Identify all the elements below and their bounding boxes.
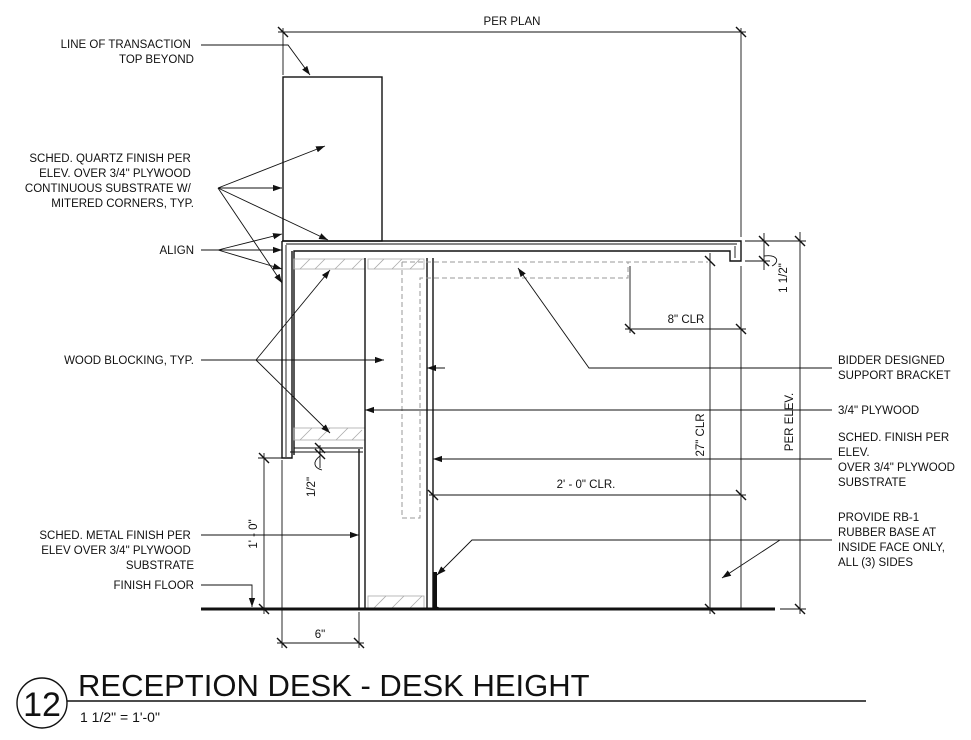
note-sched-metal: SCHED. METAL FINISH PER ELEV OVER 3/4" P… bbox=[39, 530, 194, 572]
wood-blocking-top-grain bbox=[299, 258, 363, 270]
leader-align-1 bbox=[217, 233, 283, 251]
note-finish-floor: FINISH FLOOR bbox=[113, 580, 194, 592]
drawing-title: RECEPTION DESK - DESK HEIGHT bbox=[78, 668, 590, 703]
one-half-left-tick-top bbox=[314, 442, 326, 454]
detail-number: 12 bbox=[23, 686, 61, 724]
wall-blocking-bottom-grain bbox=[373, 595, 423, 609]
two-ft-clr-tick-right bbox=[735, 489, 747, 501]
leader-wood-blocking-1 bbox=[255, 269, 331, 361]
support-bracket-dashed bbox=[401, 262, 629, 519]
leader-bidder-bracket bbox=[517, 267, 832, 369]
per-elev-label: PER ELEV. bbox=[784, 393, 796, 451]
leader-lines bbox=[201, 44, 832, 607]
leader-quartz-1 bbox=[217, 145, 326, 189]
per-elev-tick-top bbox=[794, 235, 806, 247]
rubber-base bbox=[433, 572, 437, 609]
wall-blocking-top-grain bbox=[373, 258, 421, 270]
one-half-right-tick-top bbox=[758, 235, 770, 247]
wall-blocking-top bbox=[367, 258, 425, 270]
drawing-scale: 1 1/2" = 1'-0" bbox=[80, 709, 160, 725]
twenty-seven-clr-tick-bottom bbox=[704, 603, 716, 615]
per-elev-tick-bottom bbox=[794, 603, 806, 615]
two-ft-clr-label: 2' - 0" CLR. bbox=[557, 479, 616, 491]
wood-blocking-bottom-grain bbox=[299, 427, 363, 441]
leader-finish-floor bbox=[201, 584, 256, 607]
eight-clr-tick-right bbox=[735, 323, 747, 335]
twenty-seven-clr-label: 27" CLR bbox=[695, 413, 707, 456]
desk-section-geometry bbox=[201, 76, 775, 611]
leader-quartz-4 bbox=[217, 187, 283, 284]
note-sched-finish: SCHED. FINISH PER ELEV. OVER 3/4" PLYWOO… bbox=[838, 432, 958, 489]
one-foot-tick-top bbox=[258, 452, 270, 464]
one-half-right-label: 1 1/2" bbox=[778, 263, 790, 293]
six-in-tick-right bbox=[353, 637, 365, 649]
front-apron-panel bbox=[281, 241, 293, 459]
leader-rubber-base-2 bbox=[721, 539, 781, 579]
note-bidder-bracket: BIDDER DESIGNED SUPPORT BRACKET bbox=[838, 355, 951, 382]
leader-wood-blocking-3 bbox=[255, 359, 331, 434]
leader-quartz-3 bbox=[217, 187, 329, 241]
left-annotations: LINE OF TRANSACTION TOP BEYOND SCHED. QU… bbox=[25, 39, 194, 592]
detail-number-bubble bbox=[16, 677, 68, 729]
per-plan-label: PER PLAN bbox=[484, 16, 541, 28]
one-half-left-tick-bottom bbox=[314, 448, 326, 460]
transaction-top-beyond bbox=[282, 76, 383, 242]
note-line-of-transaction: LINE OF TRANSACTION TOP BEYOND bbox=[61, 39, 194, 66]
note-sched-quartz: SCHED. QUARTZ FINISH PER ELEV. OVER 3/4"… bbox=[25, 153, 194, 210]
note-wood-blocking: WOOD BLOCKING, TYP. bbox=[64, 355, 194, 367]
countertop-outline bbox=[282, 240, 742, 455]
leader-rubber-base-1 bbox=[436, 539, 832, 576]
one-half-right-tick-bottom bbox=[758, 255, 770, 267]
leader-align-3 bbox=[217, 249, 283, 270]
dimension-lines: PER PLAN 8" CLR 2' - 0" CLR. 27" CLR PER… bbox=[248, 16, 806, 649]
right-annotations: BIDDER DESIGNED SUPPORT BRACKET 3/4" PLY… bbox=[838, 355, 958, 569]
one-half-left-label: 1/2" bbox=[306, 477, 318, 497]
note-plywood: 3/4" PLYWOOD bbox=[838, 405, 919, 417]
six-in-label: 6" bbox=[315, 629, 325, 641]
note-rubber-base: PROVIDE RB-1 RUBBER BASE AT INSIDE FACE … bbox=[838, 512, 948, 569]
twenty-seven-clr-tick-top bbox=[704, 255, 716, 267]
six-in-tick-left bbox=[276, 637, 288, 649]
two-ft-clr-tick-left bbox=[427, 489, 439, 501]
one-half-right-leader bbox=[763, 255, 778, 267]
eight-clr-tick-left bbox=[624, 323, 636, 335]
leader-line-of-transaction bbox=[201, 44, 311, 76]
note-align: ALIGN bbox=[159, 245, 194, 257]
eight-clr-label: 8" CLR bbox=[668, 314, 705, 326]
one-foot-tick-bottom bbox=[258, 603, 270, 615]
one-half-left-leader bbox=[314, 455, 323, 471]
one-foot-label: 1' - 0" bbox=[248, 519, 260, 548]
title-block: 12 RECEPTION DESK - DESK HEIGHT 1 1/2" =… bbox=[16, 668, 866, 729]
